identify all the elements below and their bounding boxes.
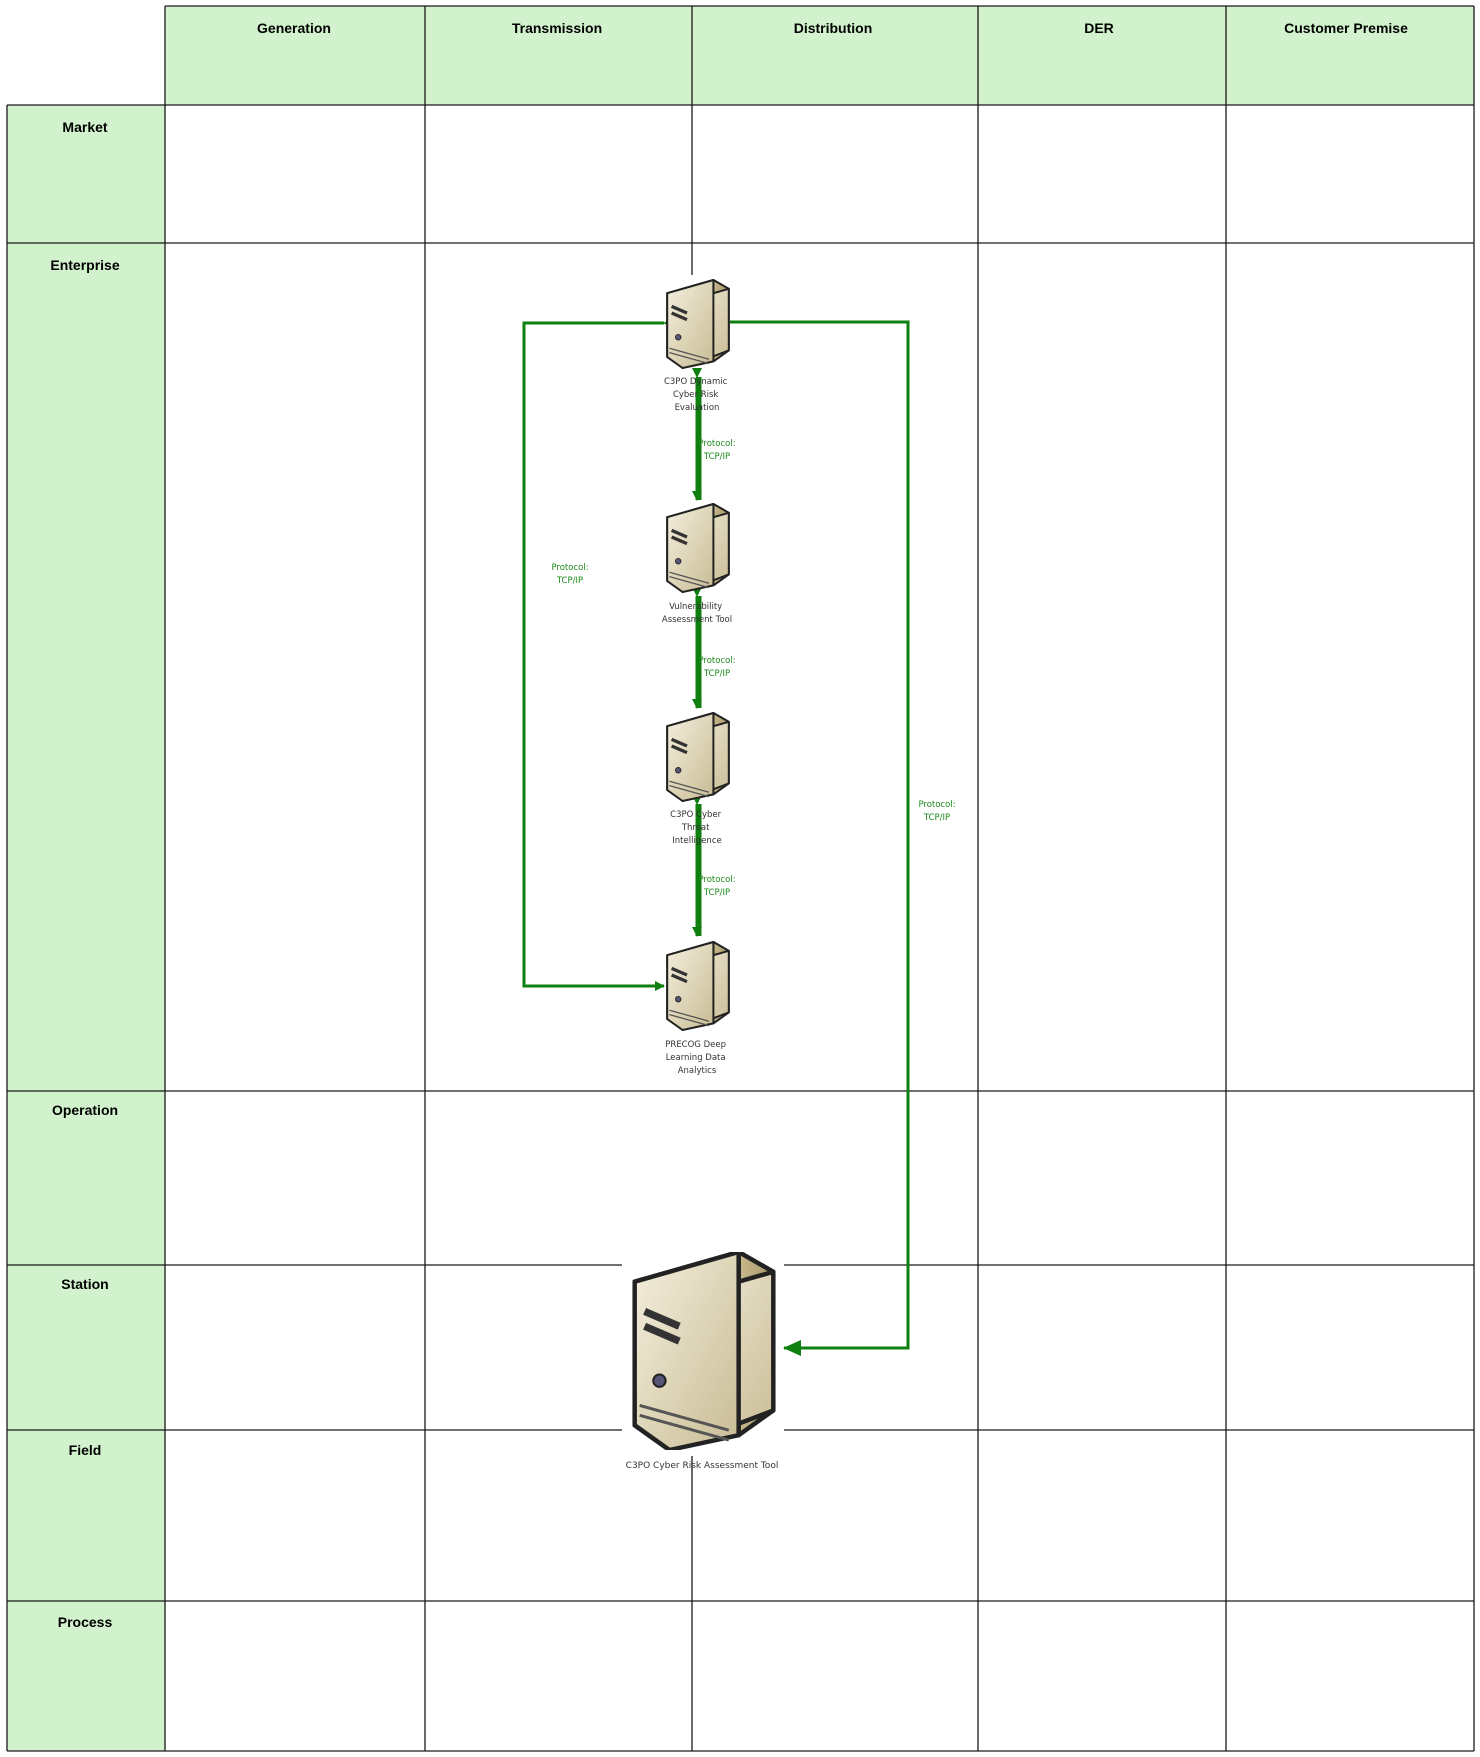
row-header-field: Field <box>69 1442 102 1458</box>
server-icon <box>665 711 731 803</box>
node-precog-deep-learning-data-analytics[interactable]: PRECOG Deep Learning Data Analytics <box>665 940 731 1076</box>
protocol-labels: Protocol:TCP/IP Protocol:TCP/IP Protocol… <box>551 439 955 898</box>
column-headers: Generation Transmission Distribution DER… <box>257 20 1408 36</box>
column-header-customer-premise: Customer Premise <box>1284 20 1408 36</box>
row-header-market: Market <box>62 119 107 135</box>
protocol-label-precog-dyn: Protocol:TCP/IP <box>551 563 588 586</box>
server-icon <box>665 278 731 370</box>
node-label: PRECOG Deep Learning Data Analytics <box>665 1040 728 1076</box>
node-label: C3PO Cyber Risk Assessment Tool <box>626 1461 779 1471</box>
row-headers: Market Enterprise Operation Station Fiel… <box>50 119 119 1630</box>
column-header-generation: Generation <box>257 20 331 36</box>
row-header-station: Station <box>61 1276 108 1292</box>
column-header-band <box>165 6 1474 105</box>
column-header-der: DER <box>1084 20 1114 36</box>
column-header-distribution: Distribution <box>794 20 873 36</box>
header-backgrounds <box>7 6 1474 1751</box>
node-label: C3PO Cyber Threat Intelligence <box>670 810 724 846</box>
node-label: Vulnerability Assessment Tool <box>662 602 732 625</box>
protocol-label-dyn-vuln: Protocol:TCP/IP <box>698 439 735 462</box>
row-header-band <box>7 105 165 1751</box>
server-icon <box>635 1252 774 1450</box>
server-icon <box>665 502 731 594</box>
connector-precog-dyn <box>522 318 673 991</box>
column-header-transmission: Transmission <box>512 20 602 36</box>
node-label: C3PO Dynamic Cyber Risk Evaluation <box>664 377 730 413</box>
protocol-label-rat-dyn: Protocol:TCP/IP <box>918 800 955 823</box>
protocol-label-vuln-cti: Protocol:TCP/IP <box>698 656 735 679</box>
protocol-label-cti-precog: Protocol:TCP/IP <box>698 875 735 898</box>
node-vulnerability-assessment-tool[interactable]: Vulnerability Assessment Tool <box>662 502 732 625</box>
connectors <box>522 317 910 1356</box>
node-c3po-cyber-threat-intelligence[interactable]: C3PO Cyber Threat Intelligence <box>665 711 731 846</box>
node-c3po-dynamic-cyber-risk-evaluation[interactable]: C3PO Dynamic Cyber Risk Evaluation <box>664 278 731 413</box>
row-header-operation: Operation <box>52 1102 118 1118</box>
connector-rat-dyn <box>721 317 910 1356</box>
row-header-process: Process <box>58 1614 113 1630</box>
grid-lines <box>6 5 1475 1752</box>
server-icon <box>665 940 731 1032</box>
node-c3po-cyber-risk-assessment-tool[interactable]: C3PO Cyber Risk Assessment Tool <box>626 1252 779 1471</box>
row-header-enterprise: Enterprise <box>50 257 119 273</box>
